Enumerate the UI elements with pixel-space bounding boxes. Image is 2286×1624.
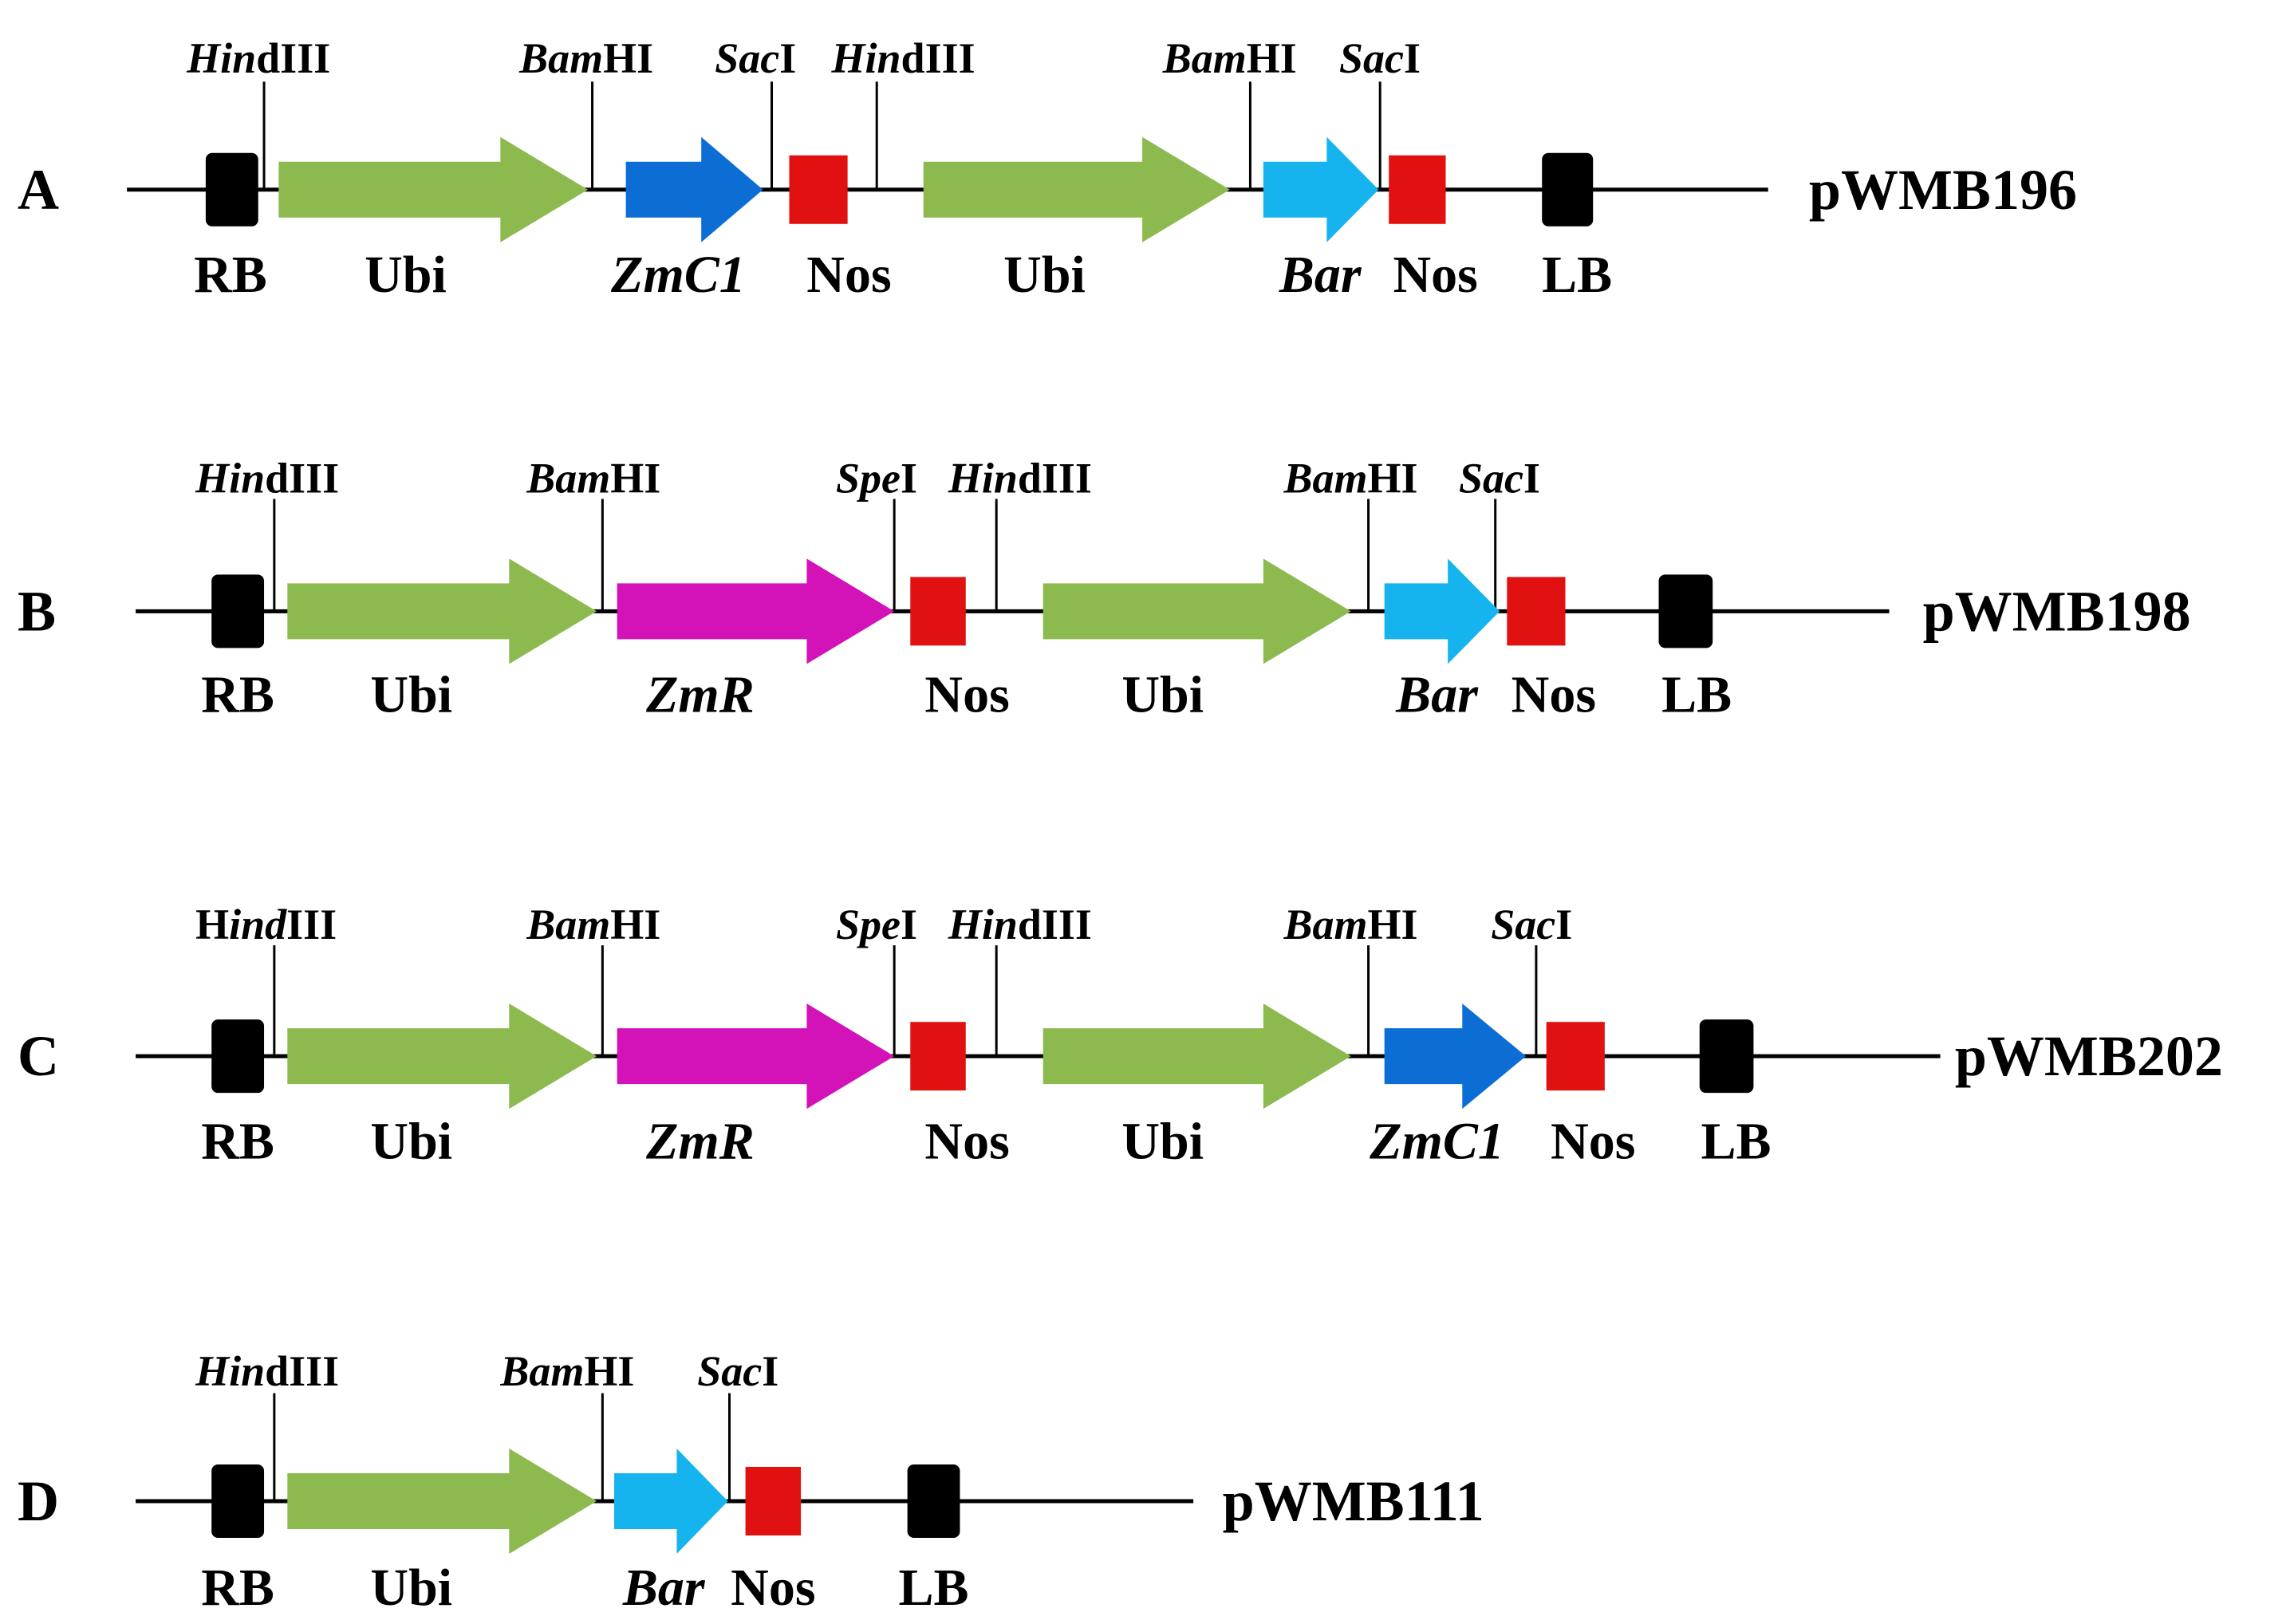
bar-arrow: [1263, 136, 1379, 242]
lb-border-box: [1542, 152, 1594, 227]
panel-letter: D: [18, 1469, 59, 1533]
restriction-site-label: SacI: [1459, 455, 1540, 503]
part-label-ubi: Ubi: [370, 666, 452, 724]
part-label-nos: Nos: [924, 666, 1009, 724]
ubi-arrow: [1042, 1003, 1351, 1110]
restriction-site-label: HindIII: [948, 455, 1092, 503]
part-label-nos: Nos: [1551, 1112, 1635, 1170]
lb-border-box: [1658, 574, 1713, 648]
restriction-site-label: HindIII: [195, 455, 339, 503]
lb-border-box: [1699, 1019, 1754, 1094]
panel-letter: C: [18, 1024, 59, 1088]
part-label-bar: Bar: [1395, 666, 1479, 724]
restriction-site-label: SacI: [1491, 901, 1572, 948]
restriction-site-label: BamHI: [1283, 455, 1417, 503]
nos-terminator-box: [910, 1022, 966, 1091]
restriction-site-label: BamHI: [1162, 34, 1297, 82]
part-label-rb: RB: [201, 1112, 274, 1170]
part-label-rb: RB: [201, 666, 274, 724]
part-label-lb: LB: [899, 1559, 969, 1617]
ubi-arrow: [287, 1003, 597, 1110]
restriction-site-label: HindIII: [195, 901, 337, 948]
restriction-site-label: HindIII: [186, 34, 330, 82]
construct-name: pWMB202: [1955, 1024, 2223, 1088]
ubi-arrow: [287, 558, 597, 664]
part-label-lb: LB: [1701, 1112, 1771, 1170]
rb-border-box: [211, 1464, 265, 1539]
bar-arrow: [1384, 558, 1500, 664]
part-label-nos: Nos: [1512, 666, 1596, 724]
restriction-site-label: HindIII: [195, 1347, 339, 1395]
part-label-lb: LB: [1542, 246, 1612, 304]
part-label-bar: Bar: [1279, 246, 1362, 304]
part-label-ubi: Ubi: [365, 246, 447, 304]
ubi-arrow: [1042, 558, 1351, 664]
part-label-ubi: Ubi: [1121, 666, 1204, 724]
rb-border-box: [205, 152, 258, 227]
part-label-zmc1: ZmC1: [610, 246, 746, 304]
lb-border-box: [907, 1464, 960, 1539]
ubi-arrow: [278, 136, 589, 242]
construct-name: pWMB198: [1923, 579, 2191, 643]
nos-terminator-box: [1389, 155, 1446, 224]
restriction-site-label: SpeI: [836, 901, 917, 948]
part-label-rb: RB: [194, 246, 267, 304]
panel-letter: B: [18, 579, 56, 643]
restriction-site-label: SpeI: [836, 455, 917, 503]
construct-name: pWMB196: [1809, 158, 2077, 222]
zmc1-arrow: [625, 136, 763, 242]
zmr-arrow: [617, 1003, 895, 1110]
restriction-site-label: SacI: [697, 1347, 778, 1395]
nos-terminator-box: [1507, 577, 1566, 646]
part-label-nos: Nos: [806, 246, 891, 304]
rb-border-box: [211, 574, 265, 648]
restriction-site-label: HindIII: [831, 34, 975, 82]
part-label-bar: Bar: [622, 1559, 706, 1617]
part-label-zmr: ZmR: [645, 1112, 755, 1170]
rb-border-box: [211, 1019, 265, 1094]
zmc1-arrow: [1384, 1003, 1527, 1110]
restriction-site-label: BamHI: [526, 455, 660, 503]
restriction-site-label: BamHI: [499, 1347, 634, 1395]
panel-letter: A: [18, 158, 59, 222]
ubi-arrow: [287, 1449, 597, 1555]
nos-terminator-box: [910, 577, 966, 646]
restriction-site-label: BamHI: [526, 901, 660, 948]
part-label-ubi: Ubi: [1121, 1112, 1204, 1170]
part-label-nos: Nos: [731, 1559, 815, 1617]
part-label-zmc1: ZmC1: [1369, 1112, 1504, 1170]
part-label-zmr: ZmR: [645, 666, 755, 724]
part-label-rb: RB: [201, 1559, 274, 1617]
construct-name: pWMB111: [1223, 1469, 1484, 1533]
ubi-arrow: [923, 136, 1230, 242]
part-label-ubi: Ubi: [370, 1112, 452, 1170]
restriction-site-label: SacI: [715, 34, 796, 82]
restriction-site-label: HindIII: [948, 901, 1092, 948]
nos-terminator-box: [745, 1467, 802, 1536]
zmr-arrow: [617, 558, 895, 664]
part-label-nos: Nos: [924, 1112, 1009, 1170]
nos-terminator-box: [1546, 1022, 1605, 1091]
restriction-site-label: BamHI: [518, 34, 653, 82]
part-label-ubi: Ubi: [370, 1559, 452, 1617]
bar-arrow: [613, 1449, 728, 1555]
part-label-lb: LB: [1661, 666, 1732, 724]
part-label-nos: Nos: [1393, 246, 1478, 304]
restriction-site-label: SacI: [1339, 34, 1421, 82]
nos-terminator-box: [789, 155, 848, 224]
restriction-site-label: BamHI: [1283, 901, 1417, 948]
part-label-ubi: Ubi: [1003, 246, 1086, 304]
